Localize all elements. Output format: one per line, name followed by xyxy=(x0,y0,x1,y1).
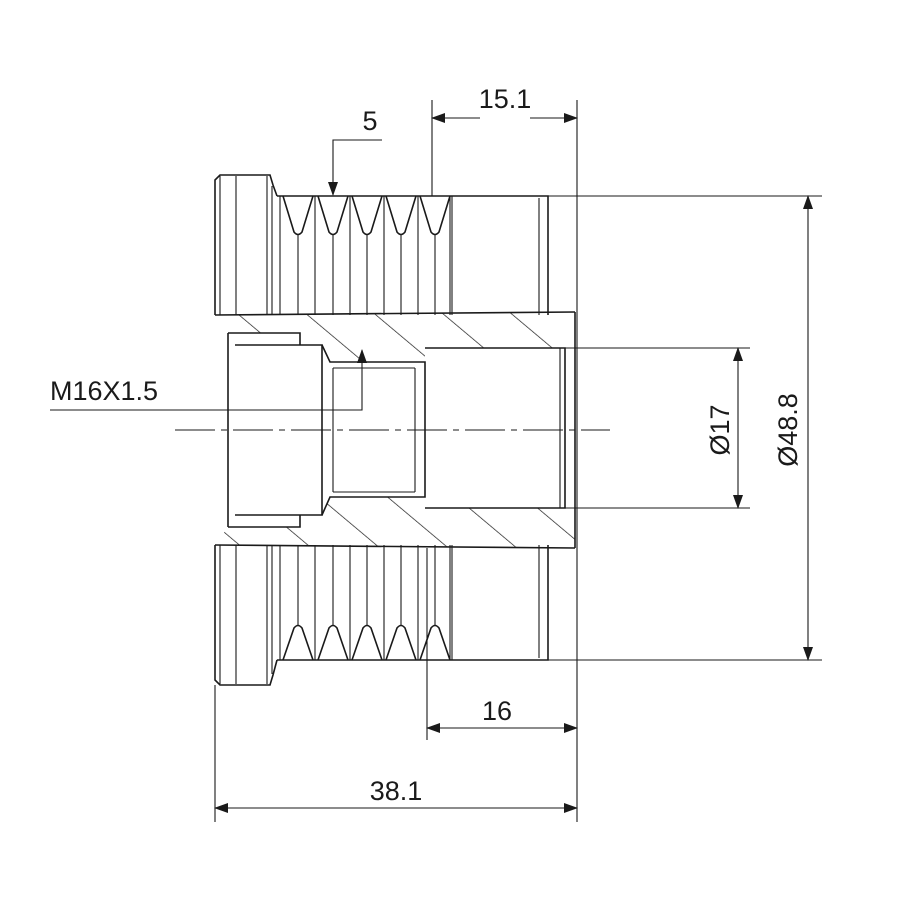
flange xyxy=(214,174,278,686)
v-groove xyxy=(317,195,349,236)
dim-hub-length: 16 xyxy=(482,696,512,726)
v-groove xyxy=(385,195,417,236)
dim-thread: M16X1.5 xyxy=(50,376,158,406)
hub-section xyxy=(214,311,576,549)
v-groove xyxy=(419,195,451,236)
v-groove xyxy=(282,195,314,236)
dim-bore-diameter: Ø17 xyxy=(705,404,735,455)
v-grooves xyxy=(282,195,453,661)
v-groove xyxy=(282,624,314,661)
extension-lines xyxy=(214,100,822,822)
dim-groove-width: 15.1 xyxy=(479,84,532,114)
v-groove xyxy=(351,195,383,236)
v-groove xyxy=(419,624,451,661)
v-groove xyxy=(385,624,417,661)
pulley-body xyxy=(277,195,549,661)
dim-outer-diameter: Ø48.8 xyxy=(773,393,803,467)
v-groove xyxy=(317,624,349,661)
v-groove xyxy=(351,624,383,661)
dimension-lines xyxy=(50,113,813,813)
dim-groove-pitch: 5 xyxy=(362,106,377,136)
dim-overall-length: 38.1 xyxy=(370,776,423,806)
